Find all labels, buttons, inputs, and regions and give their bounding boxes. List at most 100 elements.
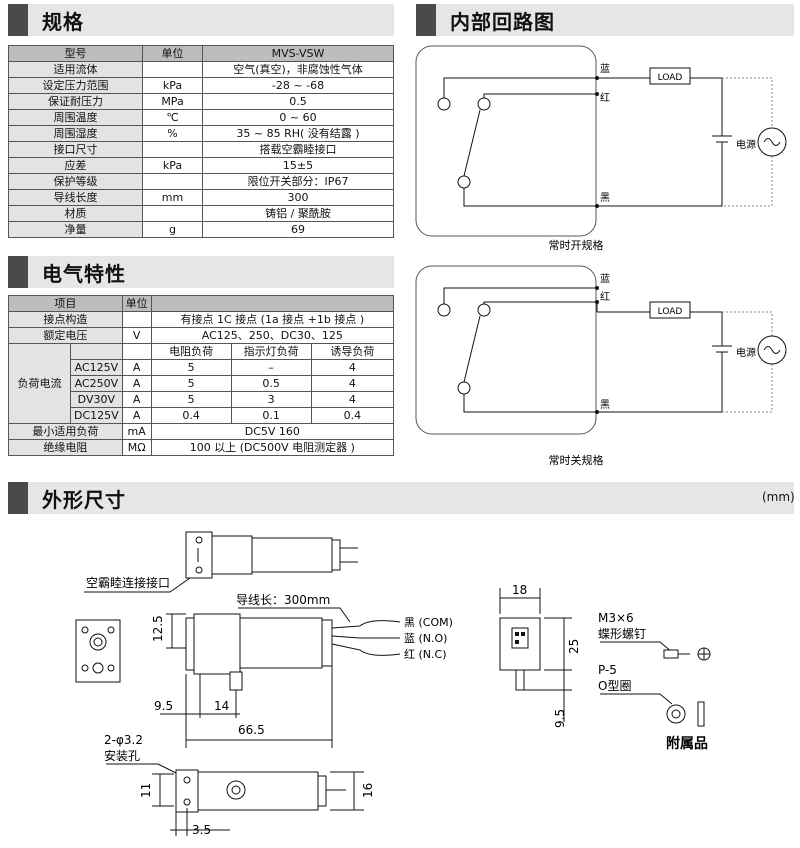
- dim-3-5: 3.5: [192, 823, 211, 837]
- row-unit: g: [142, 221, 203, 238]
- value-cell: 5: [150, 375, 232, 392]
- header-cell: 单位: [121, 295, 152, 312]
- voltage-cell: DC125V: [70, 407, 123, 424]
- row-key: 材质: [8, 205, 143, 222]
- row-value: 69: [202, 221, 394, 238]
- header-cell: 单位: [142, 45, 203, 62]
- row-value: 空气(真空)，非腐蚀性气体: [202, 61, 394, 78]
- row-unit: V: [121, 327, 152, 344]
- row-unit: [142, 61, 203, 78]
- section-marker: [8, 482, 28, 514]
- row-unit: [142, 173, 203, 190]
- wire-label-blue: 蓝: [600, 273, 610, 285]
- table-row: 材质 铸铝 / 聚酰胺: [8, 205, 394, 222]
- value-cell: 4: [310, 359, 395, 376]
- circuit-normally-closed: 蓝 红 黑 LOAD 电源 常时关规格: [415, 265, 787, 467]
- row-value: 0.5: [202, 93, 394, 110]
- value-cell: 0.1: [230, 407, 312, 424]
- screw-label: M3×6: [598, 611, 634, 625]
- circuit-caption: 常时开规格: [549, 238, 604, 252]
- wire-nc-label: 红 (N.C): [404, 648, 447, 661]
- row-key: 保证耐压力: [8, 93, 143, 110]
- wire-red: [483, 93, 597, 98]
- dim-66-5: 66.5: [238, 723, 265, 737]
- section-header-spec: 规格: [8, 4, 394, 36]
- lead-length-label: 导线长：300mm: [236, 593, 330, 607]
- row-key: 接口尺寸: [8, 141, 143, 158]
- section-title: 外形尺寸: [42, 488, 126, 512]
- row-key: 绝缘电阻: [8, 439, 123, 456]
- table-header-row: 型号 单位 MVS-VSW: [8, 45, 394, 62]
- wire-black: [463, 188, 597, 207]
- voltage-cell: AC250V: [70, 375, 123, 392]
- front-view: [499, 617, 541, 691]
- value-cell: 4: [310, 375, 395, 392]
- unit-cell: A: [121, 375, 152, 392]
- row-key: 保护等级: [8, 173, 143, 190]
- contact-no: [437, 303, 451, 317]
- dim-18: 18: [512, 583, 527, 597]
- row-key: 最小适用负荷: [8, 423, 123, 440]
- end-view: [75, 619, 121, 683]
- sine-wave-icon: [763, 346, 781, 354]
- switch-arm: [463, 315, 481, 383]
- dim-25: 25: [567, 639, 581, 654]
- row-unit: MPa: [142, 93, 203, 110]
- terminal-dot: [595, 92, 599, 96]
- section-header-circuit: 内部回路图: [416, 4, 794, 36]
- section-header-dimensions: 外形尺寸: [8, 482, 794, 514]
- accessory-title: 附属品: [666, 735, 708, 752]
- value-cell: 0.4: [150, 407, 232, 424]
- value-cell: 3: [230, 391, 312, 408]
- row-value: 铸铝 / 聚酰胺: [202, 205, 394, 222]
- header-cell: [150, 295, 395, 312]
- wire-black: [463, 394, 597, 413]
- value-cell: 5: [150, 359, 232, 376]
- load-label: LOAD: [658, 73, 683, 83]
- load-type: 诱导负荷: [310, 343, 395, 360]
- contact-com: [457, 381, 471, 395]
- row-unit: [142, 205, 203, 222]
- header-cell: MVS-VSW: [202, 45, 394, 62]
- oring-icon: [666, 704, 686, 724]
- header-cell: 项目: [8, 295, 123, 312]
- load-type: 指示灯负荷: [230, 343, 312, 360]
- dim-16: 16: [361, 783, 375, 798]
- row-value: 0 ~ 60: [202, 109, 394, 126]
- section-title: 电气特性: [42, 262, 126, 286]
- row-value: 有接点 1C 接点 (1a 接点 +1b 接点 ): [150, 311, 395, 328]
- dim-9-5: 9.5: [154, 699, 173, 713]
- wing-screw-icon: [663, 649, 679, 659]
- unit-cell: A: [121, 407, 152, 424]
- row-value: DC5V 160: [150, 423, 395, 440]
- row-unit: mm: [142, 189, 203, 206]
- sine-wave-icon: [763, 138, 781, 146]
- wire-blue: [443, 77, 597, 98]
- row-unit: [121, 311, 152, 328]
- table-row: 接口尺寸搭载空霸睦接口: [8, 141, 394, 158]
- voltage-cell: DV30V: [70, 391, 123, 408]
- power-label: 电源: [736, 346, 756, 359]
- section-title: 内部回路图: [450, 10, 555, 34]
- top-view: [84, 531, 358, 593]
- section-header-electrical: 电气特性: [8, 256, 394, 288]
- table-row: 绝缘电阻 MΩ 100 以上 (DC500V 电阻测定器 ): [8, 439, 395, 456]
- screw-label-2: 蝶形螺钉: [598, 626, 646, 641]
- circuit-caption: 常时关规格: [549, 453, 604, 467]
- blank-cell: [70, 343, 123, 360]
- row-key: 应差: [8, 157, 143, 174]
- table-row: 接点构造 有接点 1C 接点 (1a 接点 +1b 接点 ): [8, 311, 395, 328]
- row-key: 导线长度: [8, 189, 143, 206]
- connector-label: 空霸睦连接接口: [86, 575, 170, 590]
- dim-11: 11: [139, 783, 153, 798]
- row-value: 15±5: [202, 157, 394, 174]
- dimension-drawing: 空霸睦连接接口 导线长：300mm 黑 (COM) 蓝 (N.O) 红 (N.C…: [75, 531, 711, 837]
- row-key: 额定电压: [8, 327, 123, 344]
- row-unit: ℃: [142, 109, 203, 126]
- blank-cell: [121, 343, 152, 360]
